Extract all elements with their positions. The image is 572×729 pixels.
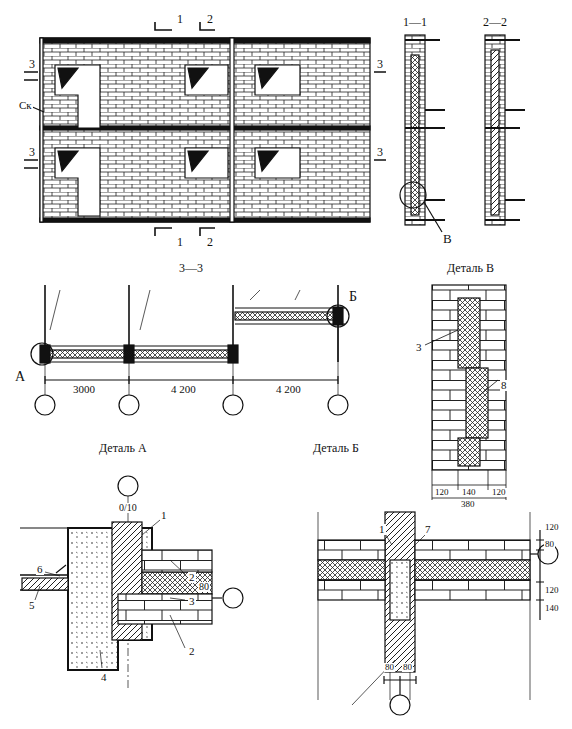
- callout-label: 4: [100, 672, 108, 683]
- dimension: 80: [544, 540, 555, 549]
- callout-label: 3—3: [178, 262, 204, 274]
- callout-label: 1—1: [402, 16, 428, 28]
- callout-label: 1: [176, 13, 184, 25]
- detail-title: Деталь Б: [312, 442, 360, 454]
- callout-label: А: [14, 370, 26, 384]
- callout-label: 3: [28, 146, 36, 158]
- dimension: 80: [384, 663, 395, 672]
- callout-label: 2—2: [482, 16, 508, 28]
- callout-label: 1: [378, 524, 386, 535]
- callout-label: 2: [188, 572, 196, 583]
- dimension: 0/10: [118, 503, 138, 513]
- callout-label: 3: [28, 58, 36, 70]
- detail-title: Деталь В: [446, 262, 495, 274]
- callout-label: Ск: [18, 100, 33, 111]
- dimension: 380: [460, 500, 476, 509]
- dimension: 120: [544, 523, 560, 532]
- dimension: 4 200: [275, 384, 302, 395]
- callout-label: 5: [28, 600, 36, 611]
- dimension: 120: [434, 488, 450, 497]
- callout-label: В: [442, 232, 453, 245]
- callout-label: 2: [206, 236, 214, 248]
- dimension: 120: [491, 488, 507, 497]
- dimension: 140: [544, 604, 560, 613]
- callout-label: 3: [376, 58, 384, 70]
- dimension: 3000: [72, 384, 96, 395]
- callout-label: 3: [376, 146, 384, 158]
- callout-label: Б: [348, 290, 358, 304]
- callout-label: 2: [206, 13, 214, 25]
- dimension: 4 200: [170, 384, 197, 395]
- dimension: 80: [402, 663, 413, 672]
- dimension: 120: [544, 586, 560, 595]
- callout-label: 6: [36, 564, 44, 575]
- callout-label: 2: [188, 646, 196, 657]
- callout-label: 3: [188, 596, 196, 607]
- dimension: 140: [461, 488, 477, 497]
- callout-label: 8: [500, 380, 508, 391]
- dimension: 80: [198, 582, 210, 592]
- callout-label: 1: [160, 510, 168, 521]
- callout-label: 7: [424, 524, 432, 535]
- callout-label: 3: [415, 342, 423, 353]
- detail-title: Деталь А: [98, 442, 148, 454]
- callout-label: 1: [176, 236, 184, 248]
